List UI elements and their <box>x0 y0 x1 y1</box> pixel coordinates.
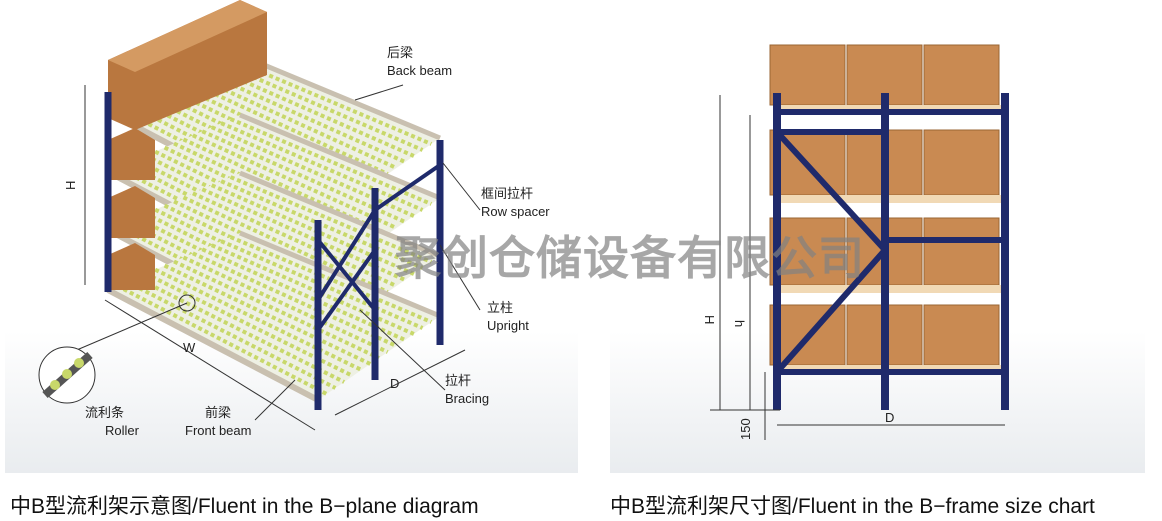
roller-cn: 流利条 <box>85 405 124 420</box>
dim-h-label: h <box>732 320 747 327</box>
uprights <box>104 92 444 410</box>
bracing-en: Bracing <box>445 391 489 406</box>
box <box>769 44 846 106</box>
plane-diagram-panel: H W D 后梁 Back beam 框间拉杆 Row spacer 立柱 Up… <box>5 0 578 473</box>
roller-en: Roller <box>105 423 140 438</box>
box <box>923 129 1000 196</box>
dim-150-label: 150 <box>738 418 753 440</box>
box <box>923 304 1000 366</box>
dimension-lines <box>64 84 481 431</box>
front-beam-en: Front beam <box>185 423 251 438</box>
shelf-deck <box>777 285 1005 293</box>
dim-d-label: D <box>390 376 399 391</box>
dim-H-label: H <box>702 315 717 324</box>
row-spacer-cn: 框间拉杆 <box>481 186 533 201</box>
shelf-deck <box>777 195 1005 203</box>
right-caption: 中B型流利架尺寸图/Fluent in the B−frame size cha… <box>610 495 1095 518</box>
front-beam-cn: 前梁 <box>205 405 231 420</box>
watermark: 聚创仓储设备有限公司 <box>395 232 865 284</box>
boxes <box>769 44 1005 373</box>
upright-cn: 立柱 <box>487 300 513 315</box>
back-beam-cn: 后梁 <box>387 45 413 60</box>
box <box>923 217 1000 286</box>
box <box>769 217 846 286</box>
flow-rack-isometric-drawing: H W D 后梁 Back beam 框间拉杆 Row spacer 立柱 Up… <box>38 0 550 438</box>
row-spacer-en: Row spacer <box>481 204 550 219</box>
beams <box>774 109 1005 375</box>
back-beam-en: Back beam <box>387 63 452 78</box>
dim-w-label: W <box>183 340 196 355</box>
boxes <box>108 0 267 290</box>
left-caption: 中B型流利架示意图/Fluent in the B−plane diagram <box>10 495 479 518</box>
bracing-cn: 拉杆 <box>445 373 471 388</box>
size-chart-panel: H h 150 D <box>610 0 1145 473</box>
dimension-lines <box>710 95 1005 440</box>
roller-detail-icon <box>38 346 96 404</box>
dim-h-label: H <box>63 181 78 190</box>
dim-D-label: D <box>885 410 894 425</box>
upright-en: Upright <box>487 318 529 333</box>
bracing <box>316 163 442 332</box>
flow-rack-front-view: H h 150 D <box>702 44 1009 440</box>
box <box>923 44 1000 106</box>
